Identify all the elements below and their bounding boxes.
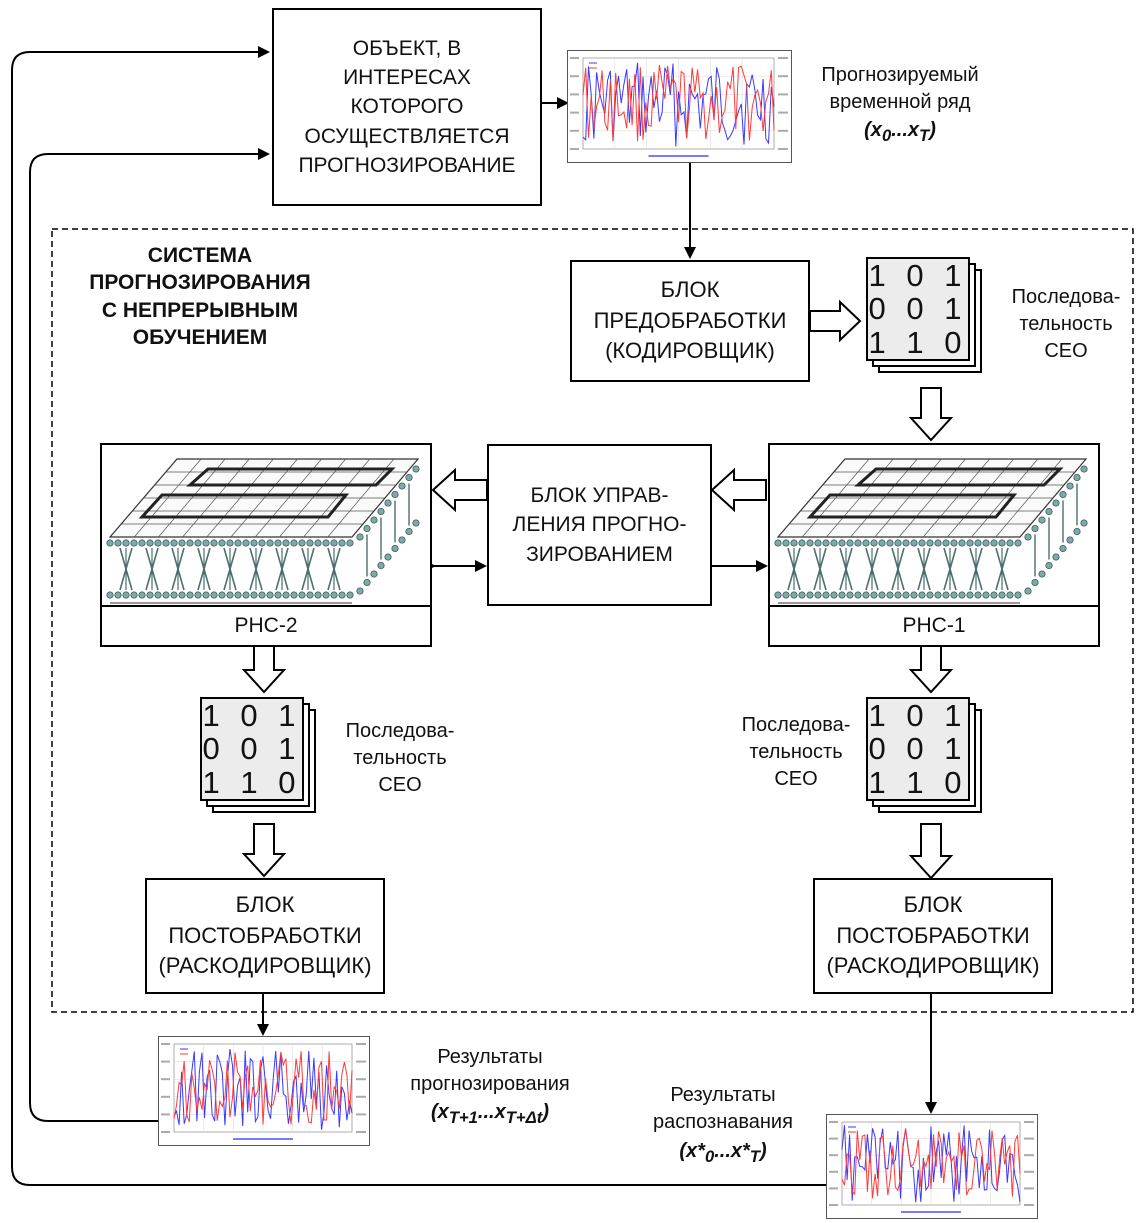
sequence-label-right: Последова- тельность СЕО — [741, 714, 851, 790]
forecast-series-chart — [567, 50, 792, 163]
hollow-arrow-net1-to-control — [710, 467, 767, 513]
matrix-row: 0 0 1 — [202, 731, 302, 767]
feedback-loop-recognition — [11, 46, 826, 1186]
hollow-arrow-preprocess-to-matrix — [809, 299, 862, 343]
sequence-label-top: Последова- тельность СЕО — [1011, 286, 1121, 362]
recognition-results-label: Результаты распознавания — [653, 1084, 793, 1133]
sequence-matrix-right: 1 0 1 0 0 1 1 1 0 — [866, 697, 982, 813]
matrix-row: 1 0 1 — [868, 697, 968, 733]
sequence-matrix-top: 1 0 1 0 0 1 1 1 0 — [866, 257, 982, 373]
sequence-matrix-left: 1 0 1 0 0 1 1 1 0 — [200, 697, 316, 813]
object-box: ОБЪЕКТ, В ИНТЕРЕСАХ КОТОРОГО ОСУЩЕСТВЛЯЕ… — [272, 8, 542, 206]
hollow-arrow-net1-to-matrix — [908, 645, 954, 694]
forecast-results-chart — [158, 1036, 370, 1146]
sequence-label-left: Последова- тельность СЕО — [345, 720, 455, 796]
forecast-results-label: Результаты прогнозирования — [410, 1046, 570, 1095]
control-box: БЛОК УПРАВ- ЛЕНИЯ ПРОГНО- ЗИРОВАНИЕМ — [487, 444, 712, 606]
preprocess-box: БЛОК ПРЕДОБРАБОТКИ (КОДИРОВЩИК) — [570, 260, 810, 382]
hollow-arrow-matrix-to-post1 — [908, 823, 954, 880]
forecast-results-formula: (xT+1...xT+Δt) — [430, 1101, 550, 1127]
matrix-row: 0 0 1 — [868, 291, 968, 327]
hollow-arrow-matrix-to-net1 — [908, 387, 954, 442]
recognition-results-formula: (x*0...x*T) — [679, 1140, 767, 1166]
network-right-graphic — [774, 458, 1088, 604]
matrix-row: 1 0 1 — [202, 697, 302, 733]
network-right-label: РНС-1 — [768, 605, 1100, 647]
system-boundary — [51, 228, 1134, 1013]
forecast-series-formula: (x0...xT) — [864, 119, 936, 145]
matrix-row: 1 0 1 — [868, 257, 968, 293]
postprocess-box-left: БЛОК ПОСТОБРАБОТКИ (РАСКОДИРОВЩИК) — [145, 878, 385, 994]
system-title: СИСТЕМА ПРОГНОЗИРОВАНИЯ С НЕПРЕРЫВНЫМ ОБ… — [89, 244, 311, 349]
hollow-arrow-matrix-to-post2 — [241, 823, 287, 878]
network-left-label: РНС-2 — [100, 605, 432, 647]
network-left-graphic — [106, 458, 420, 604]
matrix-row: 1 1 0 — [868, 324, 968, 360]
forecast-series-label: Прогнозируемый временной ряд — [821, 64, 979, 113]
matrix-row: 0 0 1 — [868, 731, 968, 767]
matrix-row: 1 1 0 — [202, 764, 302, 800]
matrix-row: 1 1 0 — [868, 764, 968, 800]
postprocess-box-right: БЛОК ПОСТОБРАБОТКИ (РАСКОДИРОВЩИК) — [813, 878, 1053, 994]
feedback-loop-forecast — [29, 148, 270, 1122]
recognition-results-chart — [826, 1114, 1038, 1219]
hollow-arrow-control-to-net2 — [431, 467, 488, 513]
hollow-arrow-net2-to-matrix — [241, 645, 287, 694]
